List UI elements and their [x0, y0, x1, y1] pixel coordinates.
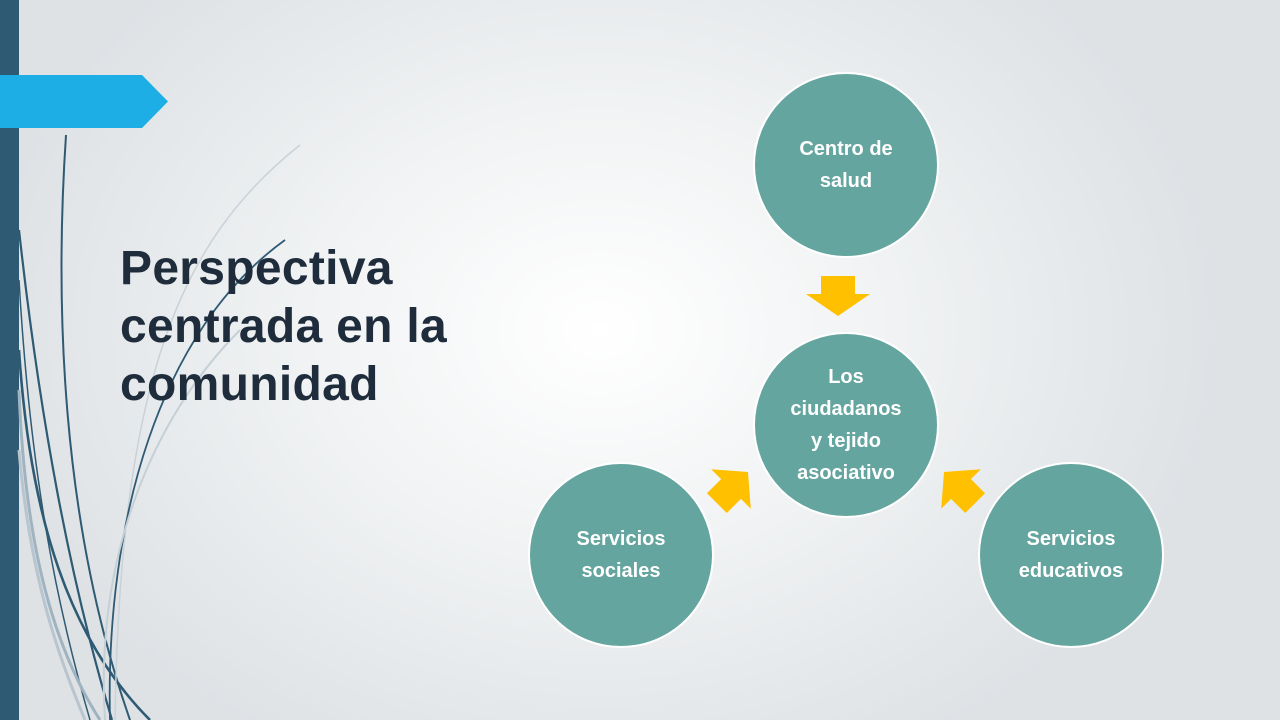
node-label-line: Servicios	[1026, 528, 1116, 550]
arrow-up-right-icon	[706, 469, 751, 514]
node-label-line: educativos	[1018, 560, 1124, 582]
slide-title-line: comunidad	[120, 358, 379, 411]
arrow-down-icon	[806, 276, 870, 316]
node-label: Servicios sociales	[561, 523, 682, 587]
arrow-up-left-icon	[941, 469, 986, 514]
node-label-line: Servicios	[576, 528, 666, 550]
node-center-ciudadanos: Los ciudadanos y tejido asociativo	[753, 332, 939, 518]
node-label-line: y tejido	[810, 430, 881, 452]
node-label-line: ciudadanos	[790, 398, 902, 420]
node-label-line: sociales	[581, 560, 661, 582]
node-label-line: Los	[828, 366, 864, 388]
node-label: Los ciudadanos y tejido asociativo	[774, 361, 917, 489]
node-label: Servicios educativos	[1003, 523, 1139, 587]
node-label-line: Centro de	[799, 138, 893, 160]
decorative-swoosh-lines	[17, 134, 301, 720]
node-label-line: asociativo	[797, 462, 895, 484]
accent-tab-shape	[0, 75, 168, 128]
node-servicios-educativos: Servicios educativos	[978, 462, 1164, 648]
node-label-line: salud	[819, 170, 873, 192]
slide-title-line: Perspectiva	[120, 242, 393, 295]
slide-title-line: centrada en la	[120, 300, 448, 353]
node-servicios-sociales: Servicios sociales	[528, 462, 714, 648]
slide-title: Perspectiva centrada en la comunidad	[120, 240, 540, 414]
node-label: Centro de salud	[783, 133, 908, 197]
left-accent-bar	[0, 0, 19, 720]
node-centro-de-salud: Centro de salud	[753, 72, 939, 258]
